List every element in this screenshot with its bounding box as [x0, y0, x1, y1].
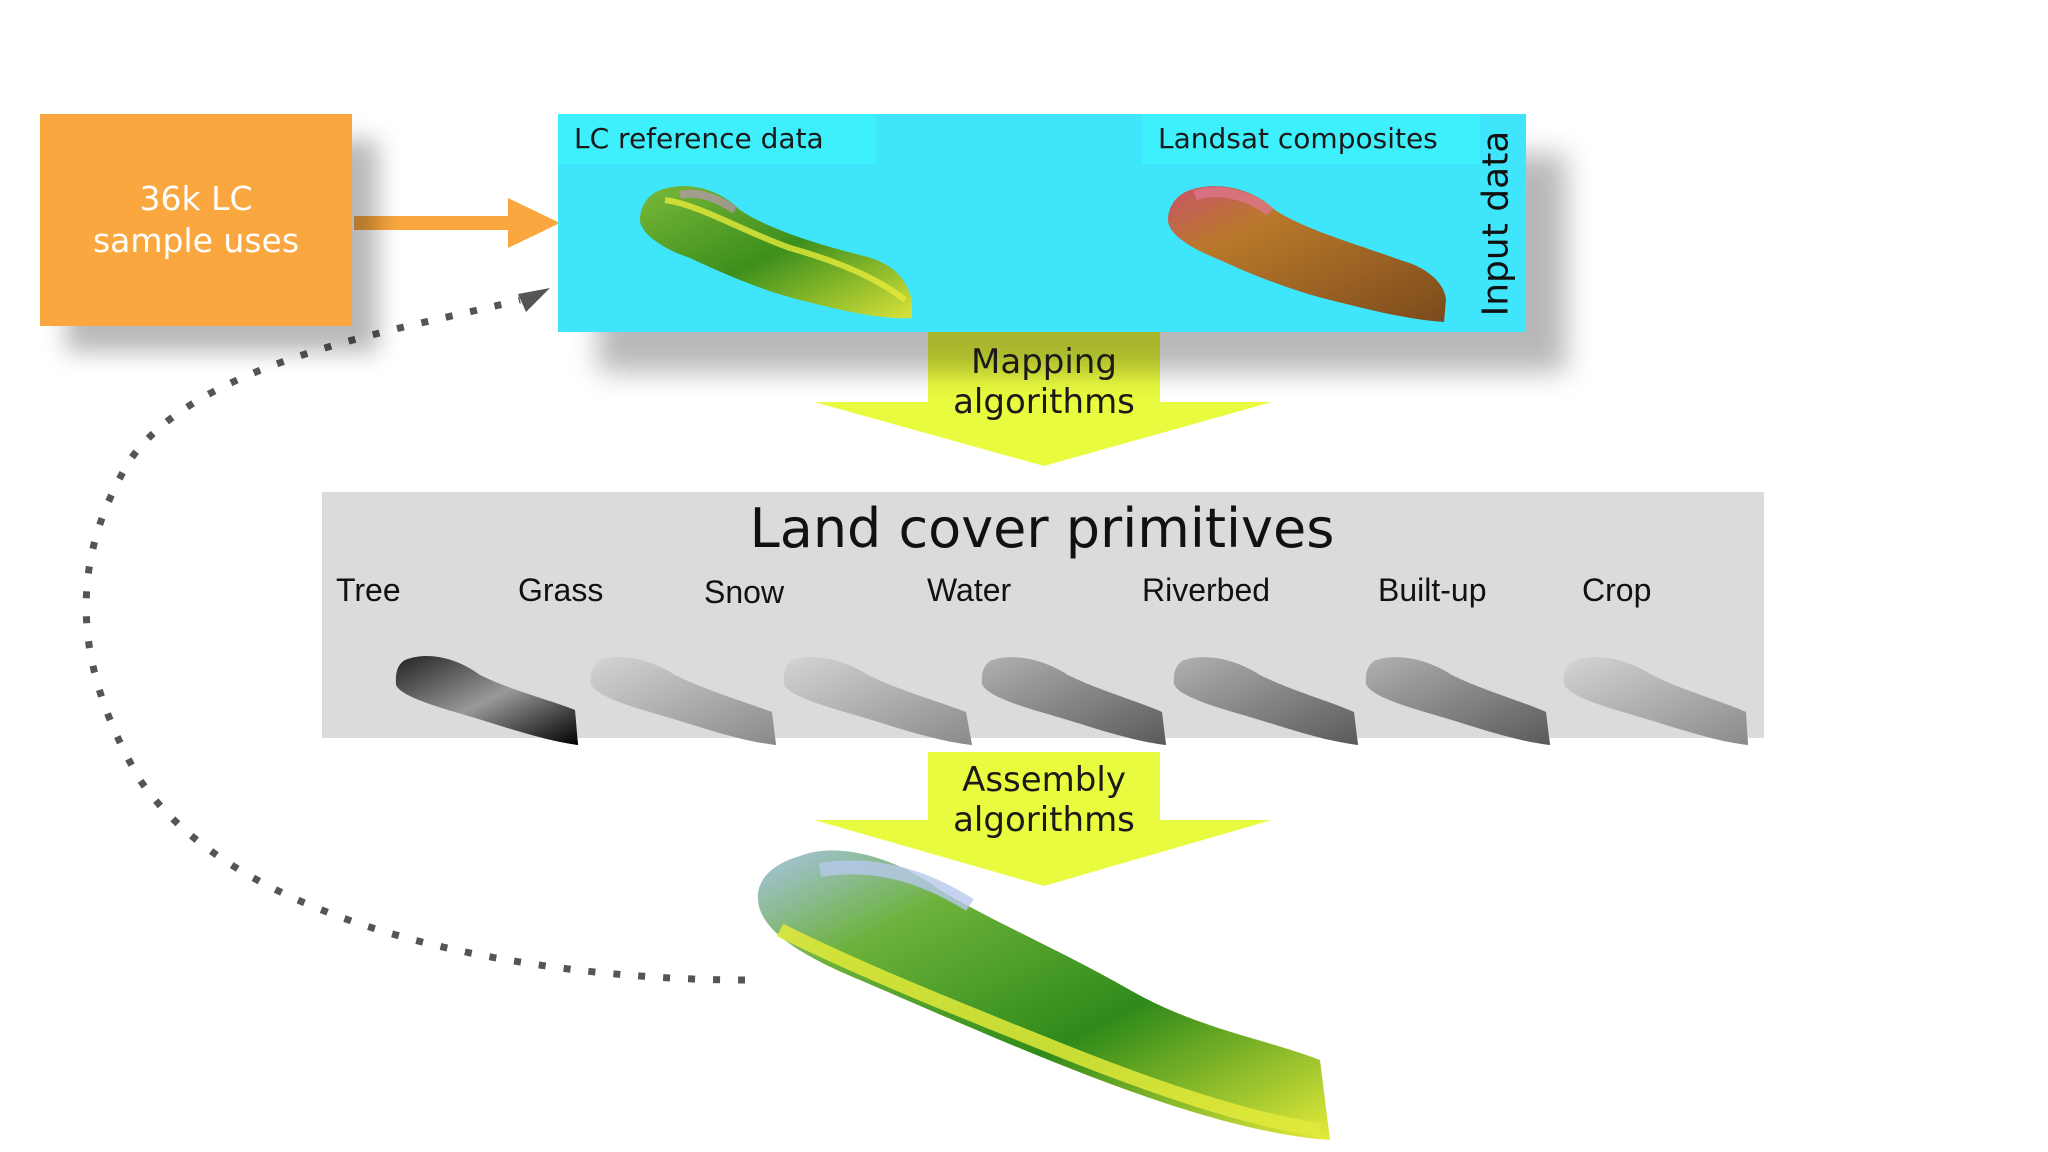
primitive-label-water: Water	[927, 572, 1012, 608]
lc-reference-label: LC reference data	[558, 114, 876, 164]
assembly-arrow-label: Assembly algorithms	[928, 760, 1160, 840]
sample-box: 36k LC sample uses	[40, 114, 352, 326]
assembly-line2: algorithms	[953, 800, 1135, 840]
primitive-label-grass: Grass	[518, 572, 604, 608]
primitive-label-crop: Crop	[1582, 572, 1652, 608]
feedback-dotted-curve	[82, 296, 746, 984]
mapping-line1: Mapping	[971, 342, 1117, 382]
assembly-arrow	[814, 752, 1272, 886]
sample-box-text: 36k LC sample uses	[92, 179, 300, 260]
final-land-cover-map-image	[757, 850, 1330, 1140]
mapping-arrow-label: Mapping algorithms	[928, 342, 1160, 422]
primitive-label-built-up: Built-up	[1378, 572, 1487, 608]
primitives-title: Land cover primitives	[749, 497, 1335, 560]
input-arrow	[354, 198, 560, 248]
assembly-line1: Assembly	[962, 760, 1126, 800]
mapping-line2: algorithms	[953, 382, 1135, 422]
input-data-side-label: Input data	[1466, 114, 1526, 332]
landsat-composites-label: Landsat composites	[1142, 114, 1480, 164]
primitive-label-riverbed: Riverbed	[1142, 572, 1271, 608]
feedback-arrowhead	[518, 288, 550, 312]
mapping-arrow	[814, 332, 1272, 466]
primitive-label-tree: Tree	[336, 572, 401, 608]
input-data-text: Input data	[1475, 130, 1517, 316]
primitive-label-snow: Snow	[704, 574, 785, 610]
